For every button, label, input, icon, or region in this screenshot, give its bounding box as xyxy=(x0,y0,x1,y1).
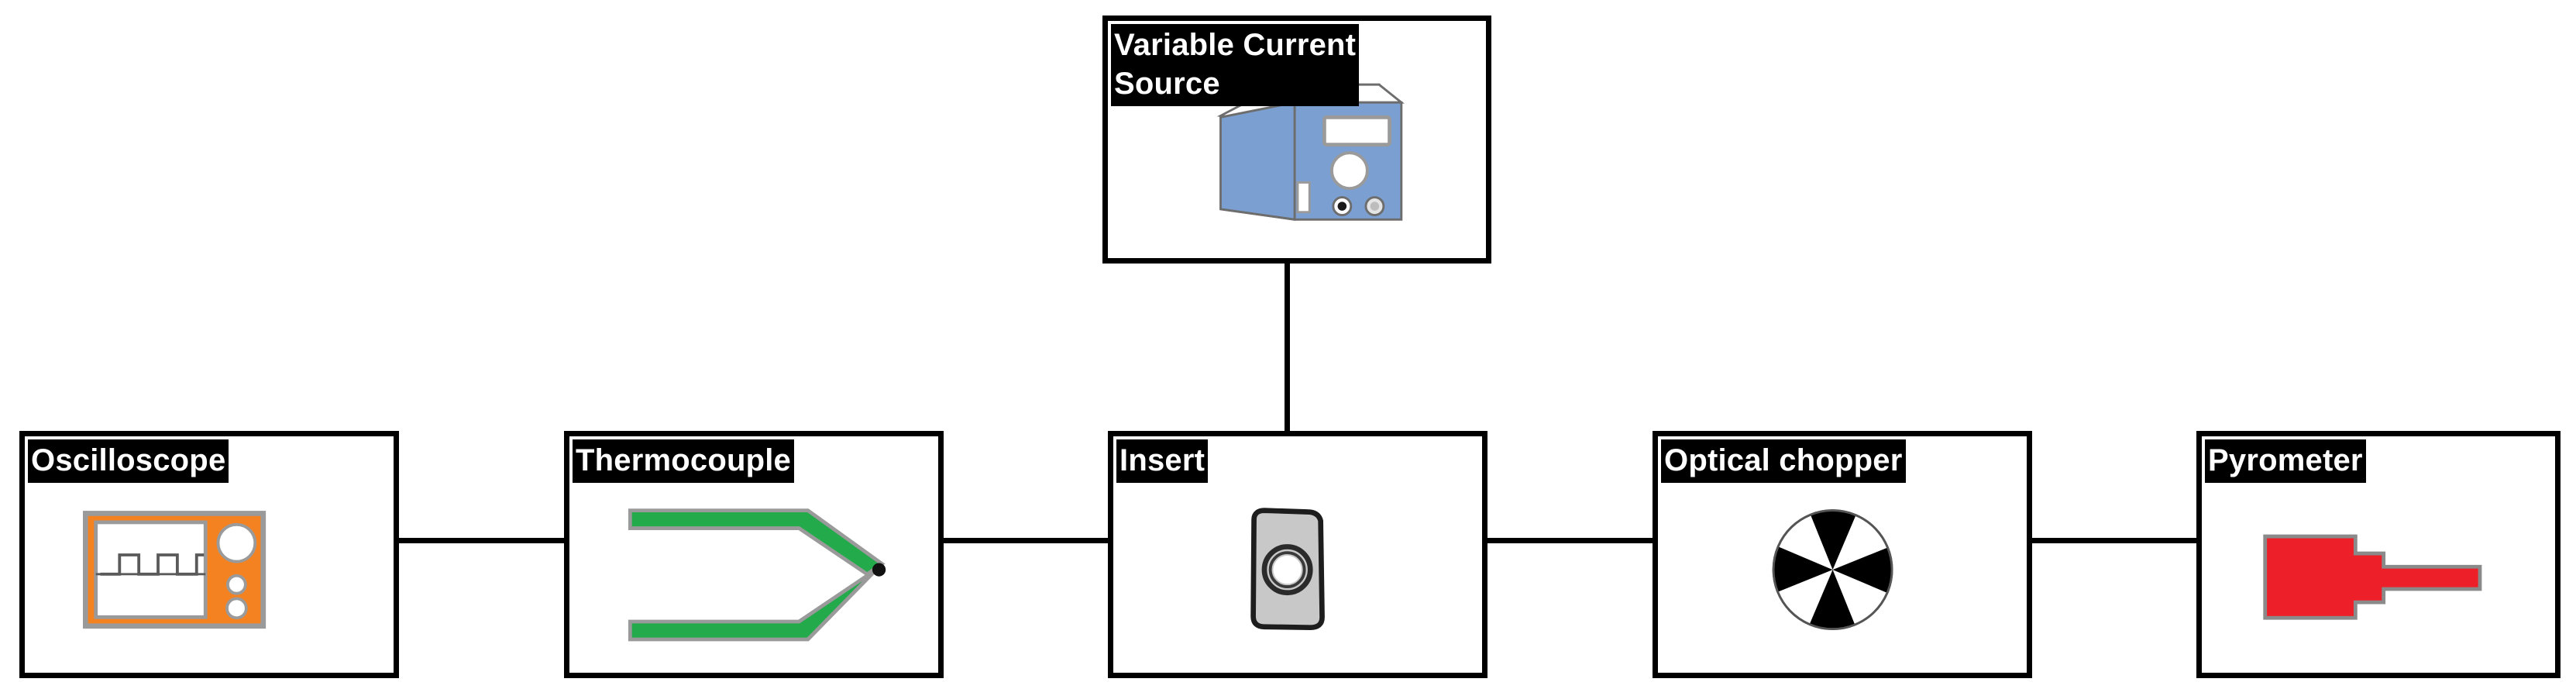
insert-icon xyxy=(1250,508,1325,631)
connector-thermocouple-insert xyxy=(939,538,1114,543)
connector-optical-chopper-pyrometer xyxy=(2027,538,2203,543)
node-variable-current-source[interactable]: Variable Current Source xyxy=(1102,16,1491,264)
node-label-oscilloscope: Oscilloscope xyxy=(28,439,229,483)
chopper-wheel-icon xyxy=(1772,509,1893,631)
node-label-optical-chopper: Optical chopper xyxy=(1661,439,1906,483)
node-thermocouple[interactable]: Thermocouple xyxy=(564,431,944,678)
node-label-thermocouple: Thermocouple xyxy=(573,439,794,483)
node-pyrometer[interactable]: Pyrometer xyxy=(2196,431,2561,678)
oscilloscope-icon xyxy=(82,511,267,629)
node-insert[interactable]: Insert xyxy=(1108,431,1487,678)
node-label-variable-current-source: Variable Current Source xyxy=(1111,24,1360,106)
node-optical-chopper[interactable]: Optical chopper xyxy=(1653,431,2032,678)
node-label-insert: Insert xyxy=(1116,439,1209,483)
pyrometer-icon xyxy=(2263,534,2482,620)
node-oscilloscope[interactable]: Oscilloscope xyxy=(19,431,399,678)
connector-current-source-insert xyxy=(1285,259,1290,437)
thermocouple-icon xyxy=(628,508,886,642)
connector-insert-optical-chopper xyxy=(1483,538,1658,543)
node-label-pyrometer: Pyrometer xyxy=(2205,439,2366,483)
connector-oscilloscope-thermocouple xyxy=(394,538,569,543)
power-supply-icon xyxy=(1216,83,1405,221)
